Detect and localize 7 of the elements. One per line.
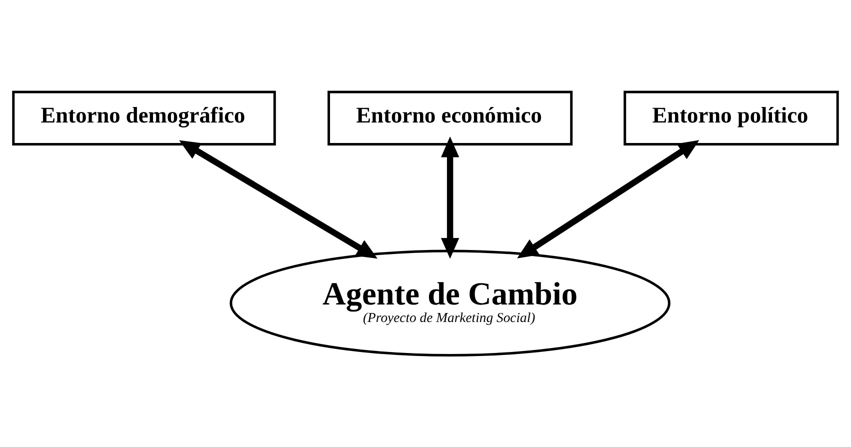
node-box: Entorno económico	[328, 90, 573, 146]
node-ellipse: Agente de Cambio (Proyecto de Marketing Social)	[230, 250, 670, 357]
arrow	[440, 136, 460, 259]
node-box: Entorno demográfico	[12, 90, 276, 146]
arrow	[179, 140, 378, 259]
arrow	[517, 140, 700, 258]
node-box: Entorno político	[624, 90, 839, 146]
